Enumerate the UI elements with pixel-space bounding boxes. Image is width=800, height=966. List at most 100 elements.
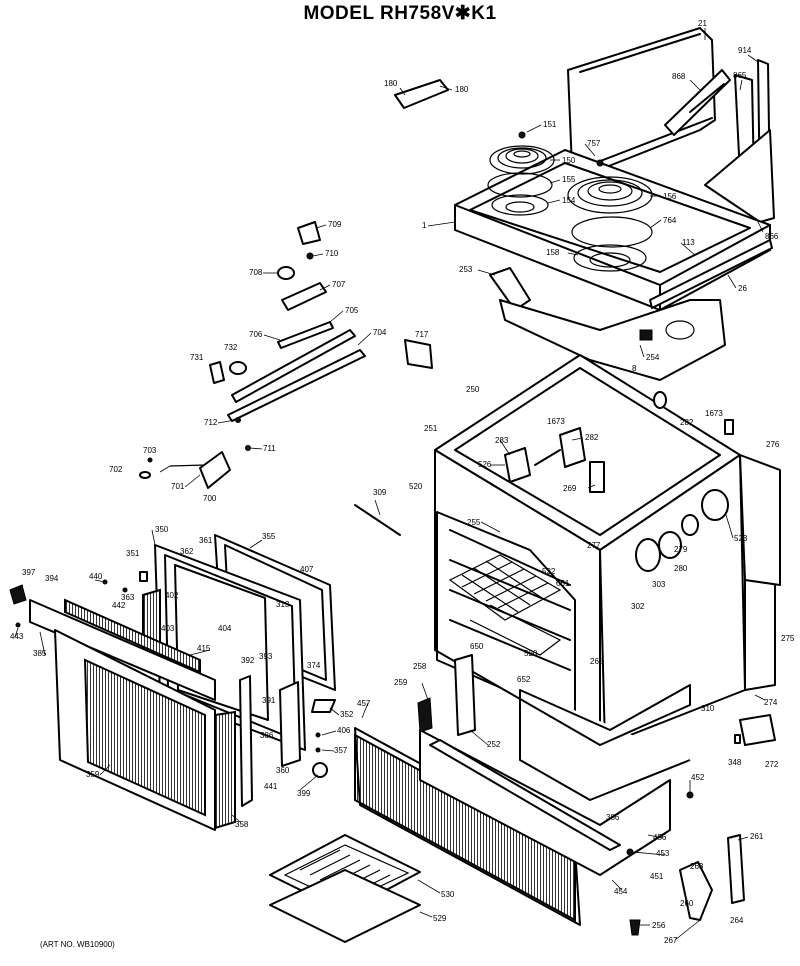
callout-label: 651 [556, 579, 570, 588]
callout-label: 652 [517, 675, 531, 684]
callout-label: 180 [455, 85, 469, 94]
callout-label: 1673 [705, 409, 723, 418]
callout-label: 267 [664, 936, 678, 945]
callout-label: 865 [733, 71, 747, 80]
callout-label: 709 [328, 220, 342, 229]
callout-label: 402 [165, 591, 179, 600]
callout-label: 21 [698, 19, 707, 28]
callout-label: 407 [300, 565, 314, 574]
callout-label: 156 [663, 192, 677, 201]
callout-label: 700 [203, 494, 217, 503]
callout-label: 252 [487, 740, 501, 749]
callout-label: 260 [680, 899, 694, 908]
callout-label: 280 [674, 564, 688, 573]
rail-704 [227, 349, 366, 422]
callout-label: 523 [734, 534, 748, 543]
callout-label: 154 [562, 196, 576, 205]
socket-269 [589, 461, 605, 493]
hinge-441 [239, 675, 253, 807]
callout-label: 650 [470, 642, 484, 651]
callout-label: 454 [614, 887, 628, 896]
callout-label: 358 [235, 820, 249, 829]
back-panel-276 [739, 454, 781, 586]
callout-label: 351 [126, 549, 140, 558]
drip-pan-764 [571, 216, 653, 248]
burner-156 [567, 176, 653, 214]
callout-label: 711 [263, 444, 276, 453]
cooktop-bottom-pan [499, 299, 726, 381]
callout-label: 399 [297, 789, 311, 798]
callout-label: 362 [180, 547, 194, 556]
oven-door-assembly [9, 534, 336, 831]
callout-label: 707 [332, 280, 346, 289]
oven-body [354, 354, 781, 801]
callout-label: 757 [587, 139, 601, 148]
callout-label: 702 [109, 465, 123, 474]
callout-label: 150 [562, 156, 576, 165]
callout-label: 703 [143, 446, 157, 455]
callout-label: 393 [259, 652, 273, 661]
terminal-block-180 [394, 79, 449, 109]
oven-rack-651 [448, 554, 562, 621]
callout-label: 302 [631, 602, 645, 611]
lens-280 [658, 531, 682, 559]
callout-label: 272 [765, 760, 779, 769]
vent-309 [354, 504, 401, 536]
callout-label: 251 [424, 424, 438, 433]
lamp-279 [681, 514, 699, 536]
bracket-352 [311, 699, 336, 713]
cooktop-assembly [394, 27, 775, 381]
callout-label: 708 [249, 268, 263, 277]
callout-label: 415 [197, 644, 211, 653]
callout-label: 250 [466, 385, 480, 394]
callout-label: 155 [562, 175, 576, 184]
callout-label: 261 [750, 832, 764, 841]
callout-label: 310 [701, 704, 715, 713]
bracket-707 [281, 282, 327, 311]
door-window-415 [83, 658, 206, 817]
callout-label: 764 [663, 216, 677, 225]
callout-label: 866 [765, 232, 779, 241]
bracket-258 [454, 654, 476, 736]
leader-lines [14, 28, 766, 941]
callout-label: 1673 [547, 417, 565, 426]
callout-label: 263 [690, 862, 704, 871]
bracket-717 [404, 339, 433, 369]
callout-label: 180 [384, 79, 398, 88]
callout-label: 530 [441, 890, 455, 899]
callout-label: 914 [738, 46, 752, 55]
leveler-256 [629, 919, 641, 936]
callout-label: 253 [459, 265, 473, 274]
callout-label: 350 [155, 525, 169, 534]
callout-label: 868 [672, 72, 686, 81]
clip-731 [209, 361, 225, 384]
callout-label: 348 [728, 758, 742, 767]
callout-label: 706 [249, 330, 263, 339]
callout-label: 283 [495, 436, 509, 445]
bracket-526 [504, 447, 531, 483]
diagram-title: MODEL RH758V✱K1 [303, 3, 497, 24]
callout-label: 386 [606, 813, 620, 822]
callout-label: 361 [199, 536, 213, 545]
callout-label: 440 [89, 572, 103, 581]
callout-label: 452 [691, 773, 705, 782]
callout-label: 26 [738, 284, 747, 293]
callout-label: 363 [121, 593, 135, 602]
callout-label: 151 [543, 120, 557, 129]
ring-158 [573, 244, 647, 272]
callout-label: 522 [542, 567, 556, 576]
broiler-tray-529 [269, 869, 421, 943]
callout-label: 520 [409, 482, 423, 491]
callout-label: 453 [656, 849, 670, 858]
bracket-706 [277, 321, 334, 349]
callout-label: 374 [307, 661, 321, 670]
callout-label: 269 [563, 484, 577, 493]
switch-709 [297, 221, 321, 245]
callout-label: 712 [204, 418, 218, 427]
door-trim-394 [29, 599, 216, 701]
slide-bracket-261 [727, 834, 745, 904]
callout-label: 275 [781, 634, 795, 643]
callout-label: 359 [86, 770, 100, 779]
callout-label: 457 [357, 699, 371, 708]
